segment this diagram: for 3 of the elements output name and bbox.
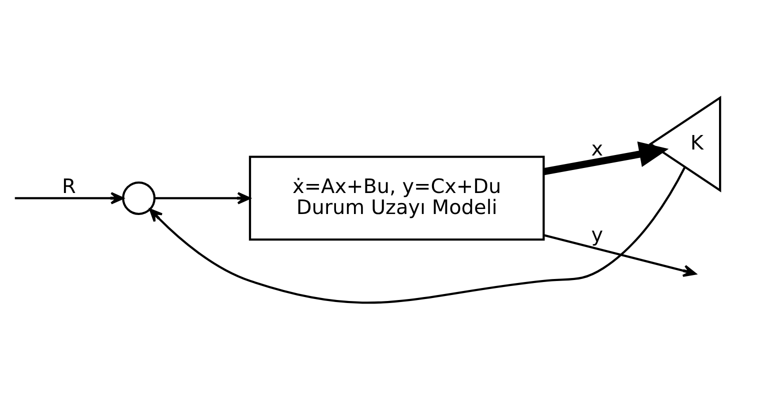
edge-label: y — [591, 222, 604, 246]
edge-label: x — [591, 136, 604, 160]
edge-label: R — [62, 173, 76, 198]
